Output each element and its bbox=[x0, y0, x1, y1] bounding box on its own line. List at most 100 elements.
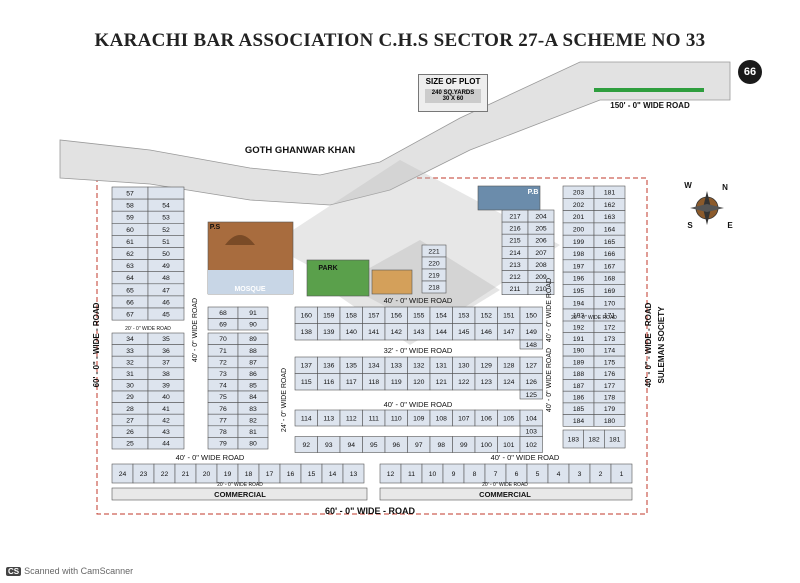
plot-number: 57 bbox=[126, 190, 134, 197]
plot-number: 66 bbox=[126, 299, 134, 306]
plot-number: 82 bbox=[249, 417, 257, 424]
plot-number: 221 bbox=[428, 248, 440, 255]
plot-cell bbox=[610, 463, 633, 484]
plot-number: 142 bbox=[391, 329, 403, 336]
plot-number: 58 bbox=[126, 203, 134, 210]
plot-number: 63 bbox=[126, 263, 134, 270]
plot-number: 200 bbox=[573, 226, 585, 233]
plot-number: 218 bbox=[428, 284, 440, 291]
plot-number: 158 bbox=[346, 313, 358, 320]
compass-needle-h bbox=[690, 204, 724, 212]
plot-number: 220 bbox=[428, 260, 440, 267]
plot-number: 39 bbox=[162, 383, 170, 390]
plot-number: 108 bbox=[436, 415, 448, 422]
plot-number: 90 bbox=[249, 322, 257, 329]
vertical-road-label-3: 40' - 0" WIDE ROAD bbox=[546, 278, 553, 342]
plot-number: 162 bbox=[604, 202, 616, 209]
plot-number: 2 bbox=[599, 471, 603, 478]
right-road-label: 40' - 0" - WIDE - ROAD bbox=[644, 302, 653, 387]
plot-number: 134 bbox=[368, 363, 380, 370]
road-40-label-4: 40' - 0" WIDE ROAD bbox=[491, 453, 560, 462]
plot-number: 81 bbox=[249, 429, 257, 436]
plot-number: 176 bbox=[604, 371, 616, 378]
lane-label-1: 20' - 0" WIDE ROAD bbox=[125, 326, 171, 332]
plot-number: 124 bbox=[503, 379, 515, 386]
scanner-text: Scanned with CamScanner bbox=[24, 566, 134, 576]
plot-number: 78 bbox=[219, 429, 227, 436]
plot-number: 201 bbox=[573, 214, 585, 221]
plot-number: 8 bbox=[473, 471, 477, 478]
plot-number: 154 bbox=[436, 313, 448, 320]
plot-number: 214 bbox=[509, 250, 521, 257]
plot-number: 184 bbox=[573, 418, 585, 425]
plot-number: 23 bbox=[140, 471, 148, 478]
plot-number: 133 bbox=[391, 363, 403, 370]
plot-number: 156 bbox=[391, 313, 403, 320]
mosque-dome bbox=[225, 235, 255, 245]
plot-number: 17 bbox=[266, 471, 274, 478]
plot-number: 42 bbox=[162, 417, 170, 424]
plot-number: 74 bbox=[219, 383, 227, 390]
plot-number: 117 bbox=[346, 379, 357, 386]
plot-number: 75 bbox=[219, 394, 227, 401]
plot-number: 112 bbox=[346, 415, 357, 422]
plot-number: 170 bbox=[604, 300, 616, 307]
plot-cell bbox=[519, 436, 543, 453]
plot-number: 143 bbox=[413, 329, 425, 336]
plot-number: 77 bbox=[219, 417, 227, 424]
plot-number: 33 bbox=[126, 348, 134, 355]
plot-number: 15 bbox=[308, 471, 316, 478]
plot-number: 13 bbox=[350, 471, 358, 478]
plot-number: 192 bbox=[573, 324, 585, 331]
plot-number: 47 bbox=[162, 287, 170, 294]
plot-number: 146 bbox=[481, 329, 493, 336]
plot-number: 179 bbox=[604, 406, 616, 413]
plot-number: 211 bbox=[510, 286, 521, 293]
commercial-strip-right bbox=[379, 487, 633, 501]
road-40-label-1: 40' - 0" WIDE ROAD bbox=[384, 296, 453, 305]
plot-number: 26 bbox=[126, 429, 134, 436]
plot-number: 4 bbox=[557, 471, 561, 478]
plot-number: 159 bbox=[323, 313, 335, 320]
plot-number: 11 bbox=[408, 471, 415, 478]
plot-number: 1 bbox=[620, 471, 624, 478]
plot-number: 138 bbox=[301, 329, 313, 336]
plot-number: 153 bbox=[458, 313, 470, 320]
ps-label: P.S bbox=[210, 224, 221, 231]
plot-number: 118 bbox=[368, 379, 379, 386]
plot-number: 71 bbox=[219, 348, 227, 355]
vertical-road-label-2: 24' - 0" WIDE ROAD bbox=[281, 368, 288, 432]
plot-number: 76 bbox=[219, 406, 227, 413]
plot-number: 135 bbox=[346, 363, 358, 370]
plot-number: 125 bbox=[526, 392, 538, 399]
plot-number: 25 bbox=[126, 441, 134, 448]
plot-number: 38 bbox=[162, 371, 170, 378]
plot-number: 139 bbox=[323, 329, 335, 336]
plot-number: 20 bbox=[203, 471, 211, 478]
plot-number: 219 bbox=[428, 272, 440, 279]
plot-number: 196 bbox=[573, 276, 585, 283]
plot-number: 210 bbox=[535, 286, 547, 293]
plot-number: 181 bbox=[609, 436, 621, 443]
plot-cell bbox=[593, 414, 626, 427]
plot-number: 189 bbox=[573, 359, 585, 366]
plot-number: 28 bbox=[126, 406, 134, 413]
plot-number: 35 bbox=[162, 336, 170, 343]
plot-number: 215 bbox=[509, 238, 521, 245]
plot-size-heading: SIZE OF PLOT bbox=[425, 77, 481, 86]
plot-number: 72 bbox=[219, 359, 227, 366]
plot-number: 147 bbox=[503, 329, 515, 336]
plot-number: 205 bbox=[535, 226, 547, 233]
plot-number: 52 bbox=[162, 227, 170, 234]
plot-number: 204 bbox=[535, 213, 547, 220]
plot-number: 129 bbox=[481, 363, 493, 370]
plot-number: 50 bbox=[162, 251, 170, 258]
plot-cell bbox=[147, 437, 185, 450]
pb-image bbox=[477, 185, 541, 211]
plot-number: 149 bbox=[526, 329, 538, 336]
compass-e: E bbox=[727, 221, 733, 230]
plot-number: 212 bbox=[509, 274, 521, 281]
road-40-label-3: 40' - 0" WIDE ROAD bbox=[176, 453, 245, 462]
plot-number: 165 bbox=[604, 239, 616, 246]
plot-number: 60 bbox=[126, 227, 134, 234]
